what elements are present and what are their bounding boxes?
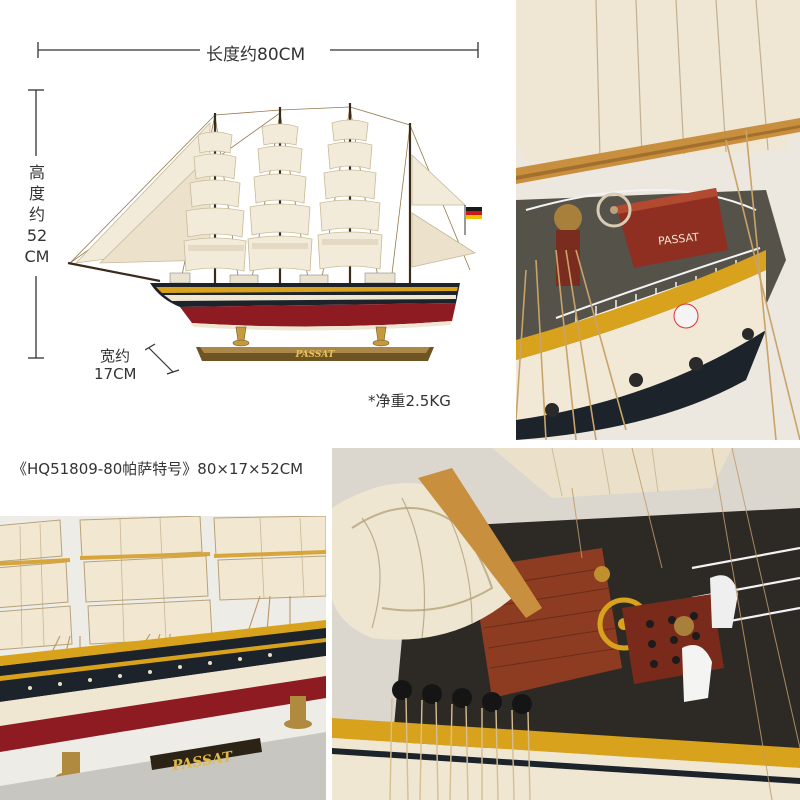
flag-stripe-3 [466,215,482,219]
deck-closeup-photo [332,448,800,800]
height-char-1: 高 [28,163,45,182]
flag-stripe-1 [466,207,482,211]
weight-label: *净重2.5KG [368,392,451,410]
width-dimension-line [145,343,180,375]
height-char-3: 约 [28,205,45,224]
height-label: 高 度 约 52 CM [22,162,52,267]
stern-closeup-photo: PASSAT [516,0,800,440]
hull-side-closeup-photo: PASSAT [0,516,326,800]
flag-stripe-2 [466,211,482,215]
ship-model-illustration: PASSAT [67,103,482,361]
height-char-5: CM [24,247,50,266]
width-label-line1: 宽约 [100,347,131,365]
width-label-line2: 17CM [94,365,137,383]
base-plaque-label: PASSAT [294,350,335,360]
height-char-2: 度 [28,184,45,203]
product-title: 《HQ51809-80帕萨特号》80×17×52CM [12,460,304,478]
dimension-panel: 长度约80CM 高 度 约 52 CM 宽约 17CM *净重2.5KG [0,0,512,440]
height-char-4: 52 [26,226,48,245]
height-dimension-line [28,89,44,359]
length-label: 长度约80CM [206,45,306,65]
length-dimension-line [37,42,479,58]
stern-deckhouse-label: PASSAT [657,231,699,248]
